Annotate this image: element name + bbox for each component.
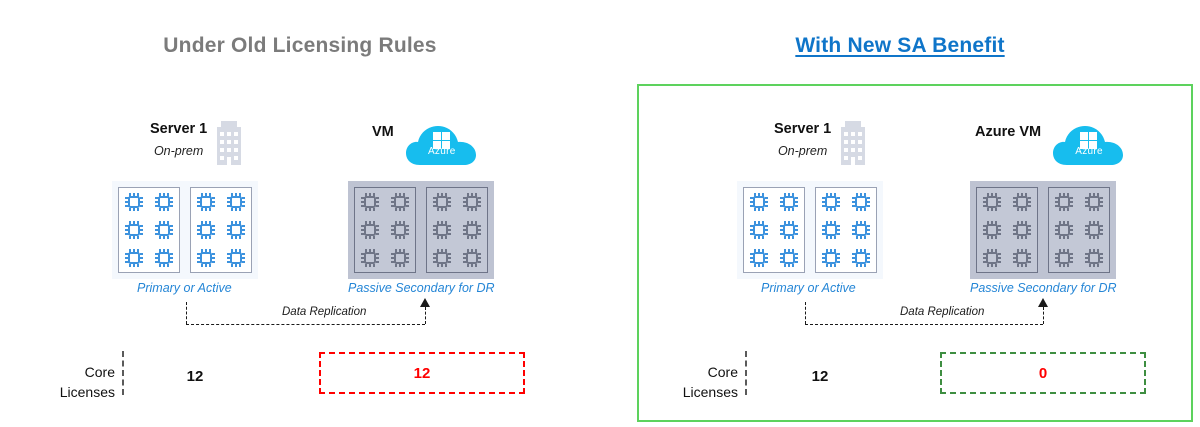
panel-old-rules: Under Old Licensing Rules Server 1 On-pr… <box>0 34 525 402</box>
core-licenses-label-left: Core Licenses <box>0 362 115 402</box>
panel-new-sa-benefit: With New SA Benefit Server 1 On-prem <box>600 0 1200 427</box>
cpu-chip-icon <box>361 193 380 212</box>
cpu-chip-icon <box>125 221 144 240</box>
cpu-chip-icon <box>1055 221 1074 240</box>
cpu-chip-icon <box>822 249 841 268</box>
building-icon <box>217 121 242 165</box>
cpu-chip-icon <box>463 193 482 212</box>
core-box <box>815 187 877 273</box>
cpu-chip-icon <box>1013 249 1032 268</box>
core-group-primary-left <box>112 181 258 279</box>
cpu-chip-icon <box>1085 221 1104 240</box>
node-header-secondary-right: Azure VM Azure <box>975 121 1127 167</box>
secondary-node-name: Azure VM <box>975 124 1042 140</box>
core-group-secondary-right <box>970 181 1116 279</box>
core-licenses-line2: Licenses <box>682 384 738 400</box>
cpu-chip-icon <box>433 249 452 268</box>
core-group-secondary-left <box>348 181 494 279</box>
cpu-chip-icon <box>750 221 769 240</box>
cpu-chip-icon <box>227 221 246 240</box>
caption-secondary-right: Passive Secondary for DR <box>970 281 1117 295</box>
secondary-license-box-right: 0 <box>940 352 1146 394</box>
primary-node-name: Server 1 <box>150 121 208 137</box>
azure-cloud-label: Azure <box>1075 146 1103 157</box>
panel-title-new: With New SA Benefit <box>795 34 1005 57</box>
core-box <box>743 187 805 273</box>
core-licenses-line1: Core <box>707 364 738 380</box>
cpu-chip-icon <box>852 193 871 212</box>
core-box <box>118 187 180 273</box>
cpu-chip-icon <box>852 221 871 240</box>
panel-title-old: Under Old Licensing Rules <box>163 34 437 57</box>
node-header-primary-left: Server 1 On-prem <box>150 120 242 165</box>
cpu-chip-icon <box>361 249 380 268</box>
primary-license-count-left: 12 <box>186 368 204 385</box>
core-licenses-label-right: Core Licenses <box>618 362 738 402</box>
replication-label-left: Data Replication <box>276 306 373 318</box>
caption-secondary-left: Passive Secondary for DR <box>348 281 495 295</box>
cpu-chip-icon <box>391 221 410 240</box>
sa-benefit-frame <box>637 84 1193 422</box>
secondary-license-box-left: 12 <box>319 352 525 394</box>
primary-node-sub: On-prem <box>153 144 204 158</box>
cpu-chip-icon <box>1085 193 1104 212</box>
core-licenses-line2: Licenses <box>59 384 115 400</box>
cpu-chip-icon <box>822 221 841 240</box>
cpu-chip-icon <box>197 221 216 240</box>
cpu-chip-icon <box>391 249 410 268</box>
core-box <box>426 187 488 273</box>
building-icon <box>841 121 866 165</box>
cpu-chip-icon <box>155 249 174 268</box>
cpu-chip-icon <box>983 249 1002 268</box>
cpu-chip-icon <box>391 193 410 212</box>
replication-label-right: Data Replication <box>894 306 991 318</box>
azure-cloud-icon: Azure <box>1051 121 1127 167</box>
core-box <box>976 187 1038 273</box>
cpu-chip-icon <box>155 193 174 212</box>
core-box <box>354 187 416 273</box>
secondary-node-name: VM <box>372 124 394 140</box>
cpu-chip-icon <box>361 221 380 240</box>
cpu-chip-icon <box>1013 221 1032 240</box>
cpu-chip-icon <box>1055 193 1074 212</box>
primary-node-sub: On-prem <box>777 144 828 158</box>
cpu-chip-icon <box>155 221 174 240</box>
node-header-secondary-left: VM Azure <box>372 121 480 167</box>
core-box <box>190 187 252 273</box>
primary-node-name: Server 1 <box>774 121 832 137</box>
cpu-chip-icon <box>780 221 799 240</box>
node-header-primary-right: Server 1 On-prem <box>774 120 866 165</box>
cpu-chip-icon <box>1085 249 1104 268</box>
cpu-chip-icon <box>1055 249 1074 268</box>
cpu-chip-icon <box>227 249 246 268</box>
cpu-chip-icon <box>433 193 452 212</box>
core-box <box>1048 187 1110 273</box>
core-licenses-line1: Core <box>84 364 115 380</box>
cpu-chip-icon <box>852 249 871 268</box>
cpu-chip-icon <box>125 193 144 212</box>
cpu-chip-icon <box>780 249 799 268</box>
caption-primary-right: Primary or Active <box>761 281 856 295</box>
cpu-chip-icon <box>197 249 216 268</box>
cpu-chip-icon <box>227 193 246 212</box>
cpu-chip-icon <box>750 193 769 212</box>
cpu-chip-icon <box>433 221 452 240</box>
licenses-divider-left <box>122 351 124 395</box>
licenses-divider-right <box>745 351 747 395</box>
cpu-chip-icon <box>822 193 841 212</box>
cpu-chip-icon <box>780 193 799 212</box>
cpu-chip-icon <box>1013 193 1032 212</box>
cpu-chip-icon <box>983 221 1002 240</box>
cpu-chip-icon <box>463 221 482 240</box>
primary-license-count-right: 12 <box>811 368 829 385</box>
azure-cloud-icon: Azure <box>404 121 480 167</box>
azure-cloud-label: Azure <box>427 146 456 157</box>
core-group-primary-right <box>737 181 883 279</box>
caption-primary-left: Primary or Active <box>137 281 232 295</box>
cpu-chip-icon <box>125 249 144 268</box>
cpu-chip-icon <box>463 249 482 268</box>
cpu-chip-icon <box>750 249 769 268</box>
cpu-chip-icon <box>197 193 216 212</box>
cpu-chip-icon <box>983 193 1002 212</box>
